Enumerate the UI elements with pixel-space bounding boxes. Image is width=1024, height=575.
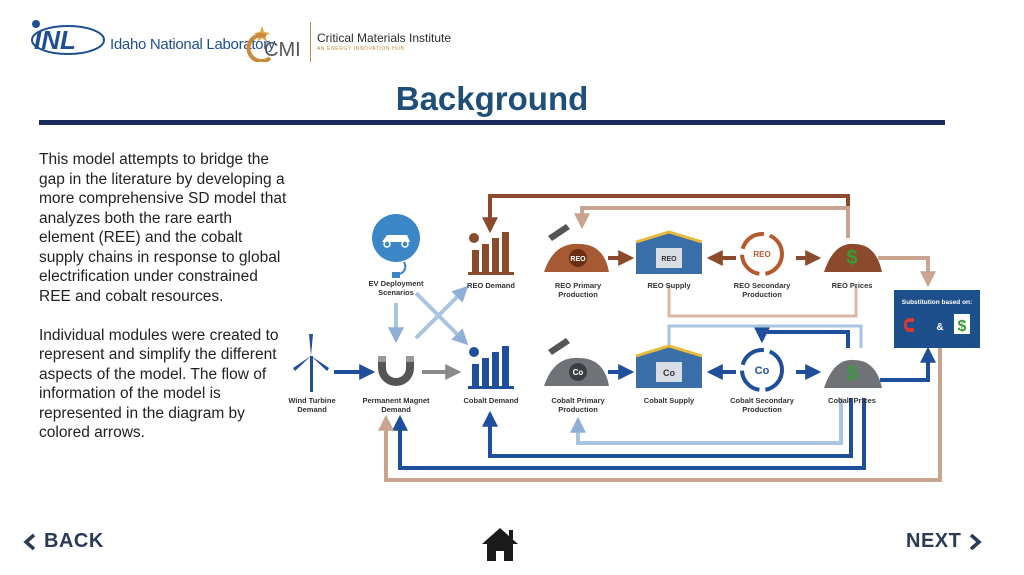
- reo-supply-label: REO Supply: [647, 281, 691, 290]
- permanent-magnet-node: Permanent Magnet Demand: [362, 356, 430, 414]
- cobalt-secondary-label-1: Cobalt Secondary: [730, 396, 795, 405]
- arrow-co-prices-to-secondary: [754, 327, 850, 348]
- cobalt-prices-label: Cobalt Prices: [828, 396, 876, 405]
- reo-primary-badge: REO: [570, 256, 586, 263]
- wind-label-2: Demand: [297, 405, 327, 414]
- back-button[interactable]: BACK: [22, 530, 104, 553]
- cobalt-hammer-icon: [548, 338, 570, 355]
- reo-recycle-icon: [740, 232, 784, 276]
- inl-name: Idaho National Laboratory: [110, 36, 276, 53]
- cobalt-secondary-label-2: Production: [742, 405, 782, 414]
- home-icon[interactable]: [480, 525, 520, 563]
- cobalt-price-pile-icon: [824, 359, 882, 388]
- reo-demand-node: REO Demand: [467, 232, 515, 290]
- cmi-divider: [310, 22, 311, 62]
- reo-dollar-icon: $: [846, 247, 857, 269]
- header: INL Idaho National Laboratory CMI Critic…: [0, 0, 1024, 70]
- cobalt-demand-chart-icon: [468, 346, 514, 389]
- magnet-label-1: Permanent Magnet: [362, 396, 430, 405]
- next-button[interactable]: NEXT: [906, 530, 983, 553]
- reo-supply-badge: REO: [661, 256, 677, 263]
- cmi-subtitle: AN ENERGY INNOVATION HUB: [317, 46, 405, 52]
- reo-supply-node: REO REO Supply: [635, 230, 703, 290]
- cobalt-secondary-node: Co Cobalt Secondary Production: [730, 348, 795, 414]
- wind-turbine-node: Wind Turbine Demand: [288, 334, 336, 414]
- cobalt-primary-node: Co Cobalt Primary Production: [544, 338, 609, 414]
- substitution-node: Substitution based on: & $: [894, 290, 980, 348]
- arrow-co-prices-to-co-demand: [482, 398, 853, 458]
- ev-label-2: Scenarios: [378, 288, 414, 297]
- cobalt-primary-label-1: Cobalt Primary: [551, 396, 605, 405]
- substitution-dollar-icon: $: [958, 318, 967, 335]
- cmi-title: Critical Materials Institute: [317, 31, 452, 45]
- cobalt-demand-label: Cobalt Demand: [463, 396, 518, 405]
- reo-prices-node: $ REO Prices: [824, 243, 882, 290]
- reo-primary-node: REO REO Primary Production: [544, 224, 609, 299]
- ev-deployment-node: EV Deployment Scenarios: [368, 214, 424, 297]
- next-label: NEXT: [906, 530, 962, 552]
- cobalt-primary-label-2: Production: [558, 405, 598, 414]
- svg-text:INL: INL: [34, 25, 76, 55]
- chevron-left-icon: [23, 533, 36, 550]
- page-title: Background: [395, 80, 589, 117]
- arrow-co-prices-to-co-primary: [570, 398, 843, 445]
- arrow-ev-to-cobalt-demand: [414, 291, 469, 346]
- arrow-reo-supply-to-prices: [667, 286, 858, 318]
- wind-label-1: Wind Turbine: [288, 396, 335, 405]
- paragraph-intro: This model attempts to bridge the gap in…: [39, 151, 287, 305]
- arrow-substitution-to-magnet: [378, 348, 942, 482]
- reo-price-pile-icon: [824, 243, 882, 272]
- arrow-co-supply-to-prices: [667, 324, 863, 348]
- supply-chain-diagram: EV Deployment Scenarios REO Demand REO R…: [288, 194, 980, 482]
- substitution-amp: &: [936, 322, 943, 333]
- cobalt-supply-label: Cobalt Supply: [644, 396, 695, 405]
- magnet-icon: [378, 356, 414, 386]
- body-text: This model attempts to bridge the gap in…: [39, 150, 291, 462]
- cmi-logo-icon: CMI: [246, 26, 301, 62]
- reo-prices-label: REO Prices: [832, 281, 873, 290]
- title-rule: [39, 120, 945, 125]
- reo-demand-chart-icon: [468, 232, 514, 275]
- svg-text:CMI: CMI: [264, 39, 301, 61]
- wind-turbine-icon: [293, 334, 329, 392]
- cobalt-secondary-badge: Co: [755, 365, 770, 377]
- inl-logo-icon: INL: [31, 20, 105, 55]
- ev-label-1: EV Deployment: [368, 279, 424, 288]
- back-label: BACK: [44, 530, 104, 552]
- arrow-reo-prices-to-primary: [574, 206, 850, 238]
- paragraph-modules: Individual modules were created to repre…: [39, 326, 279, 442]
- substitution-label: Substitution based on:: [902, 299, 972, 306]
- reo-secondary-node: REO REO Secondary Production: [734, 232, 792, 299]
- magnet-small-icon: [903, 318, 914, 332]
- reo-secondary-label-1: REO Secondary: [734, 281, 792, 290]
- arrow-co-prices-to-magnet: [392, 398, 866, 470]
- cobalt-dollar-icon: $: [846, 363, 857, 385]
- cobalt-recycle-icon: [740, 348, 784, 392]
- arrow-co-prices-to-substitution: [880, 346, 936, 382]
- reo-demand-label: REO Demand: [467, 281, 515, 290]
- reo-hammer-icon: [548, 224, 570, 241]
- magnet-label-2: Demand: [381, 405, 411, 414]
- reo-secondary-label-2: Production: [742, 290, 782, 299]
- cobalt-primary-badge: Co: [573, 368, 584, 377]
- reo-primary-label-1: REO Primary: [555, 281, 602, 290]
- arrow-reo-prices-to-substitution: [878, 256, 936, 288]
- reo-primary-label-2: Production: [558, 290, 598, 299]
- arrow-ev-to-reo-demand: [414, 285, 469, 340]
- cobalt-demand-node: Cobalt Demand: [463, 346, 519, 405]
- cobalt-prices-node: $ Cobalt Prices: [824, 359, 882, 405]
- cobalt-supply-node: Co Cobalt Supply: [635, 344, 703, 405]
- cobalt-supply-badge: Co: [663, 368, 675, 378]
- reo-secondary-badge: REO: [753, 250, 770, 259]
- chevron-right-icon: [970, 533, 983, 550]
